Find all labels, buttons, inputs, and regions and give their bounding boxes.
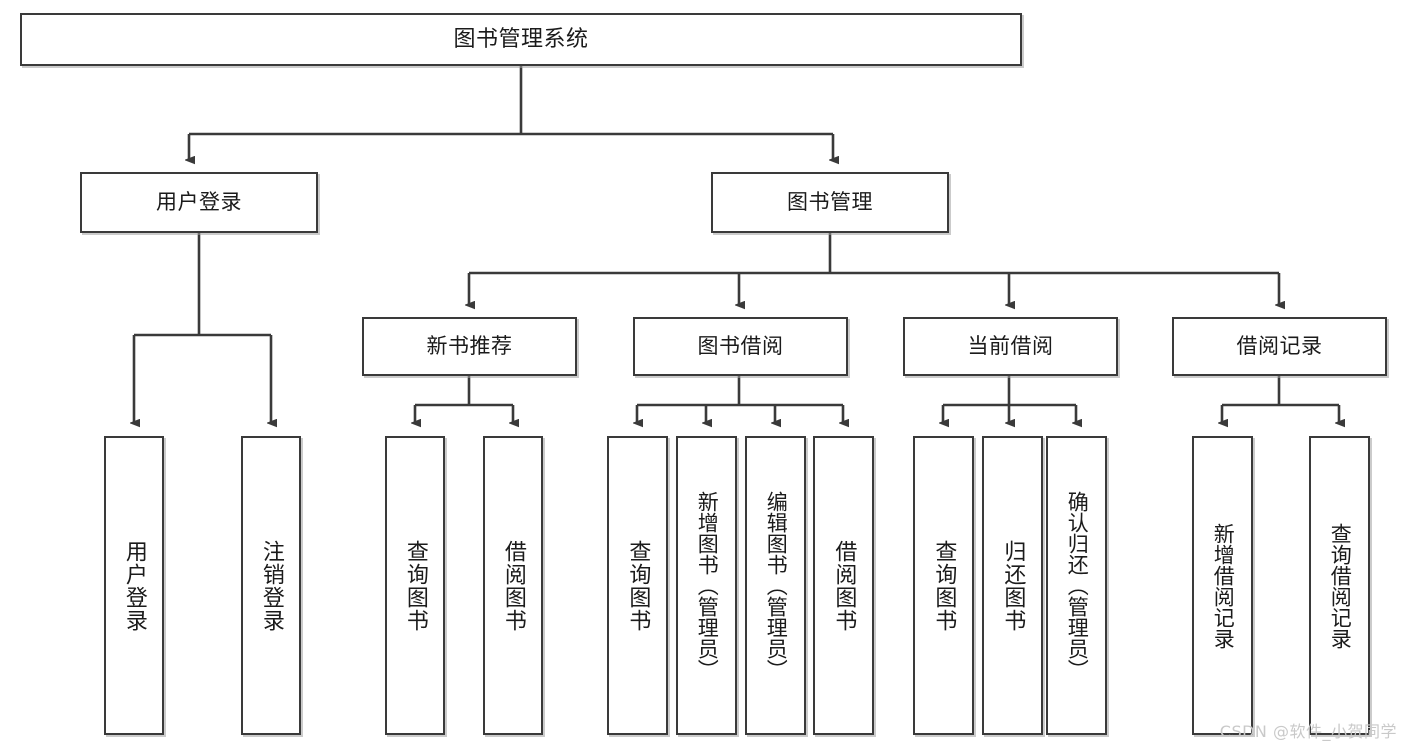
leaf-add-borrow-record[interactable]: 新增借阅记录 (1192, 436, 1253, 735)
leaf-query-borrow-record[interactable]: 查询借阅记录 (1309, 436, 1370, 735)
node-label: 注销登录 (258, 539, 284, 632)
node-label: 编辑图书（管理员） (764, 491, 789, 680)
node-label: 确认归还（管理员） (1065, 491, 1090, 680)
node-label: 新增借阅记录 (1211, 522, 1236, 649)
node-label: 查询图书 (625, 539, 651, 632)
leaf-user-login[interactable]: 用户登录 (104, 436, 164, 735)
node-borrow-record[interactable]: 借阅记录 (1172, 317, 1387, 376)
csdn-watermark: CSDN @软件_小贺同学 (1219, 722, 1397, 741)
node-label: 图书借阅 (697, 334, 784, 359)
node-label: 用户登录 (156, 190, 242, 215)
leaf-query-book-borrow[interactable]: 查询图书 (607, 436, 668, 735)
leaf-confirm-return-admin[interactable]: 确认归还（管理员） (1046, 436, 1107, 735)
node-label: 图书管理 (787, 190, 873, 215)
node-label: 用户登录 (121, 539, 147, 632)
node-label: 新增图书（管理员） (695, 491, 720, 680)
node-label: 查询图书 (931, 539, 957, 632)
leaf-edit-book-admin[interactable]: 编辑图书（管理员） (745, 436, 806, 735)
node-new-book-recommend[interactable]: 新书推荐 (362, 317, 577, 376)
node-label: 查询借阅记录 (1328, 522, 1353, 649)
node-label: 图书管理系统 (453, 26, 589, 52)
node-book-borrow[interactable]: 图书借阅 (633, 317, 848, 376)
leaf-return-book[interactable]: 归还图书 (982, 436, 1043, 735)
leaf-borrow-book-borrow[interactable]: 借阅图书 (813, 436, 874, 735)
node-label: 归还图书 (1000, 539, 1026, 632)
leaf-query-book-recommend[interactable]: 查询图书 (385, 436, 445, 735)
node-label: 查询图书 (402, 539, 428, 632)
leaf-borrow-book-recommend[interactable]: 借阅图书 (483, 436, 543, 735)
node-root-system[interactable]: 图书管理系统 (20, 13, 1022, 66)
node-label: 借阅记录 (1236, 334, 1323, 359)
node-label: 新书推荐 (426, 334, 513, 359)
node-user-login[interactable]: 用户登录 (80, 172, 318, 233)
node-book-management[interactable]: 图书管理 (711, 172, 949, 233)
leaf-query-book-current[interactable]: 查询图书 (913, 436, 974, 735)
node-label: 当前借阅 (967, 334, 1054, 359)
node-current-borrow[interactable]: 当前借阅 (903, 317, 1118, 376)
node-label: 借阅图书 (831, 539, 857, 632)
node-label: 借阅图书 (500, 539, 526, 632)
leaf-logout[interactable]: 注销登录 (241, 436, 301, 735)
leaf-add-book-admin[interactable]: 新增图书（管理员） (676, 436, 737, 735)
